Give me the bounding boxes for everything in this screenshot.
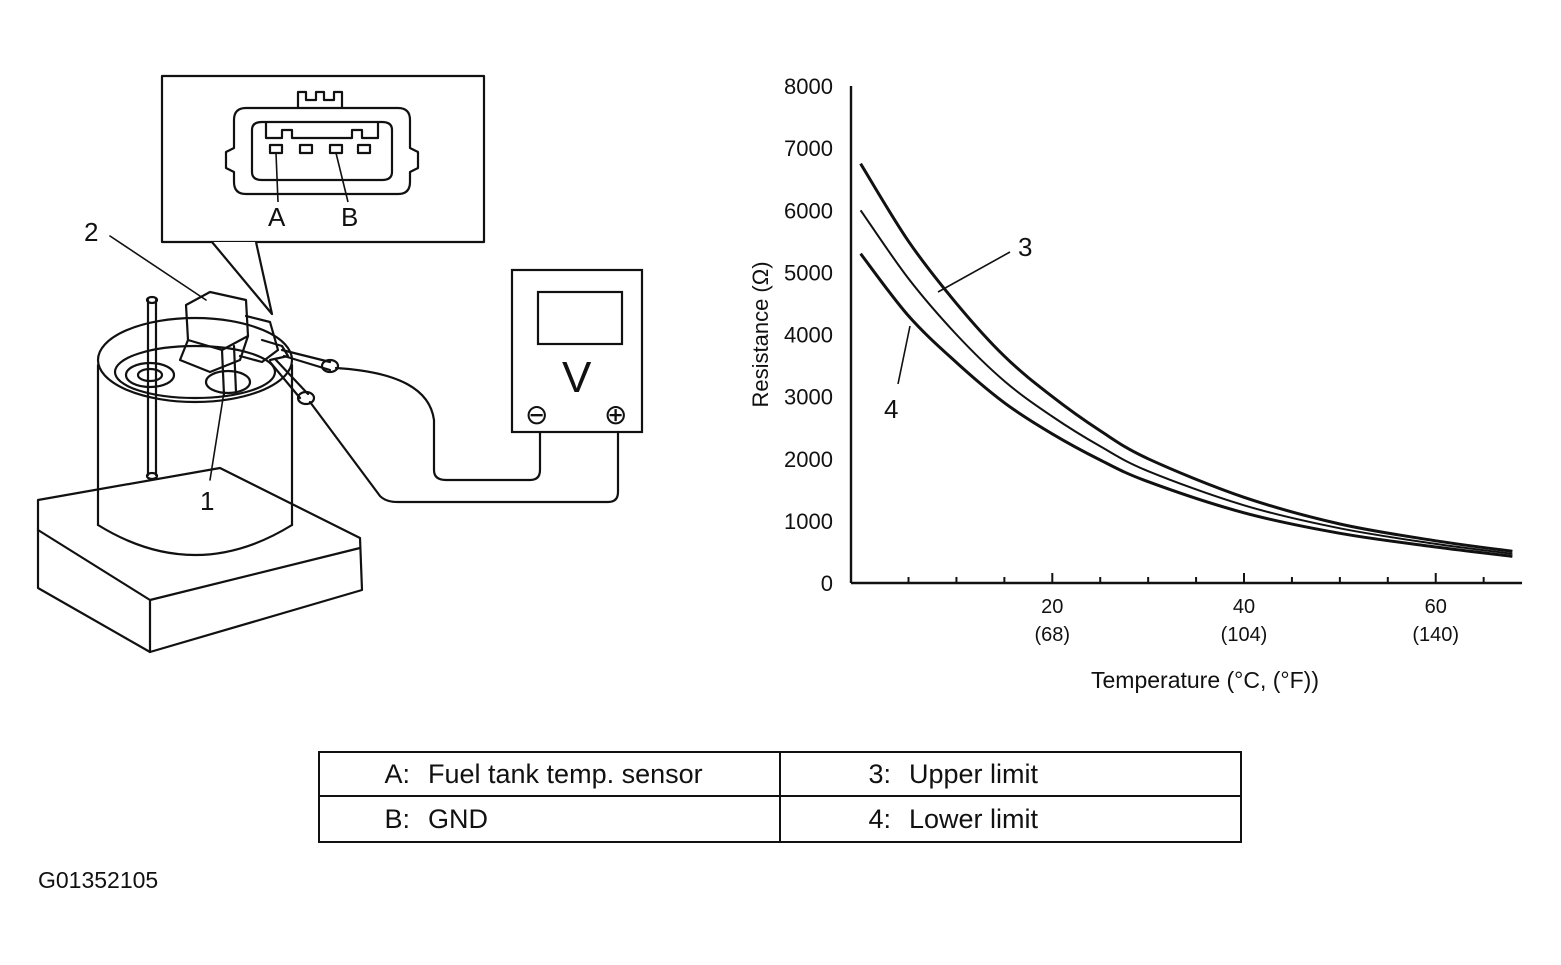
resistance-temperature-chart: 0 1000 2000 3000 4000 5000 6000 7000 8000 20 (68)… [748,74,1522,693]
y-tick-label: 0 [821,571,833,596]
connector-inner [250,120,394,182]
x-tick-label: 40 [1233,596,1255,618]
lead-negative [334,366,542,482]
base-plate-edge [36,528,362,654]
probe-negative-handle [320,358,340,374]
cylinder-bottom [96,523,294,556]
probe-positive-handle [296,390,316,406]
pin-a-leader [275,152,279,203]
y-tick-label: 3000 [784,385,833,410]
pin-1 [268,143,284,155]
fitting-left [124,361,176,389]
legend-cell-3: 3: Upper limit [781,753,1240,797]
series-4-leader [897,325,911,385]
y-tick-label: 6000 [784,198,833,223]
voltmeter-symbol: V [562,353,592,402]
legend-key: B: [384,803,410,834]
rod-top [145,295,159,305]
cylinder-top [96,316,294,404]
voltmeter-body [510,268,644,434]
series-lower-limit [859,252,1513,558]
voltmeter [510,268,644,434]
legend-table: A: Fuel tank temp. sensor 3: Upper limit… [318,751,1242,843]
series-nominal [859,209,1513,555]
voltmeter-positive-terminal: ⊕ [604,399,627,430]
y-tick-labels: 0 1000 2000 3000 4000 5000 6000 7000 8000 [784,74,833,596]
pin-a-label: A [268,202,286,232]
x-axis-label: Temperature (°C, (°F)) [1091,667,1319,693]
callout-2-leader [109,235,207,301]
sensor-connector [238,314,280,364]
probe-positive [268,358,310,400]
sensor-illustration [36,235,620,654]
callout-2-label: 2 [84,217,98,247]
legend-cell-b: B: GND [320,797,781,841]
x-tick-sublabel: (68) [1035,624,1071,646]
legend-key: 3: [868,758,891,789]
pin-b-label: B [341,202,358,232]
rod-bottom [145,471,159,481]
y-tick-label: 8000 [784,74,833,99]
rod [146,298,158,477]
figure-code: G01352105 [38,867,159,893]
series-upper-limit [859,162,1513,553]
cylinder-top-inner [113,344,277,400]
fitting-right [204,369,252,395]
temp-sensor-stem [220,344,238,397]
legend-key: A: [384,758,410,789]
x-tick-label: 60 [1425,596,1447,618]
fuel-tank-cylinder [96,363,294,527]
x-tick-marks: 20 (68) 40 (104) 60 (140) [907,573,1485,646]
legend-text: Upper limit [909,758,1039,789]
legend-key: 4: [868,803,891,834]
zoom-box-frame [160,74,486,244]
fitting-left-inner [136,367,164,383]
series-3-callout: 3 [1018,232,1032,262]
x-tick-sublabel: (104) [1221,624,1268,646]
series-4-callout: 4 [884,394,898,424]
y-tick-label: 7000 [784,136,833,161]
x-tick-label: 20 [1041,596,1063,618]
pin-2 [298,143,314,155]
connector-zoom [160,74,486,316]
temp-sensor-body [184,290,250,352]
voltmeter-display [536,290,624,346]
y-tick-label: 2000 [784,447,833,472]
voltmeter-negative-terminal: ⊖ [525,399,548,430]
legend-text: Lower limit [909,803,1039,834]
callout-1-leader [209,391,225,481]
connector-outline [224,106,420,196]
connector-latch [296,90,344,108]
temp-sensor-side [178,334,250,374]
y-tick-label: 4000 [784,323,833,348]
base-plate [36,466,364,654]
legend-text: GND [428,803,488,834]
pin-3 [328,143,344,155]
series-3-leader [937,251,1011,293]
zoom-pointer [211,241,274,316]
series-lines [859,162,1513,558]
pin-4 [356,143,372,155]
connector-keys [264,122,380,140]
callout-1-label: 1 [200,486,214,516]
legend-text: Fuel tank temp. sensor [428,758,703,789]
y-tick-label: 5000 [784,260,833,285]
x-tick-sublabel: (140) [1412,624,1459,646]
legend-cell-4: 4: Lower limit [781,797,1240,841]
y-tick-label: 1000 [784,509,833,534]
pin-b-leader [335,152,349,203]
lead-positive [308,400,620,504]
y-axis-label: Resistance (Ω) [748,261,773,407]
legend-cell-a: A: Fuel tank temp. sensor [320,753,781,797]
